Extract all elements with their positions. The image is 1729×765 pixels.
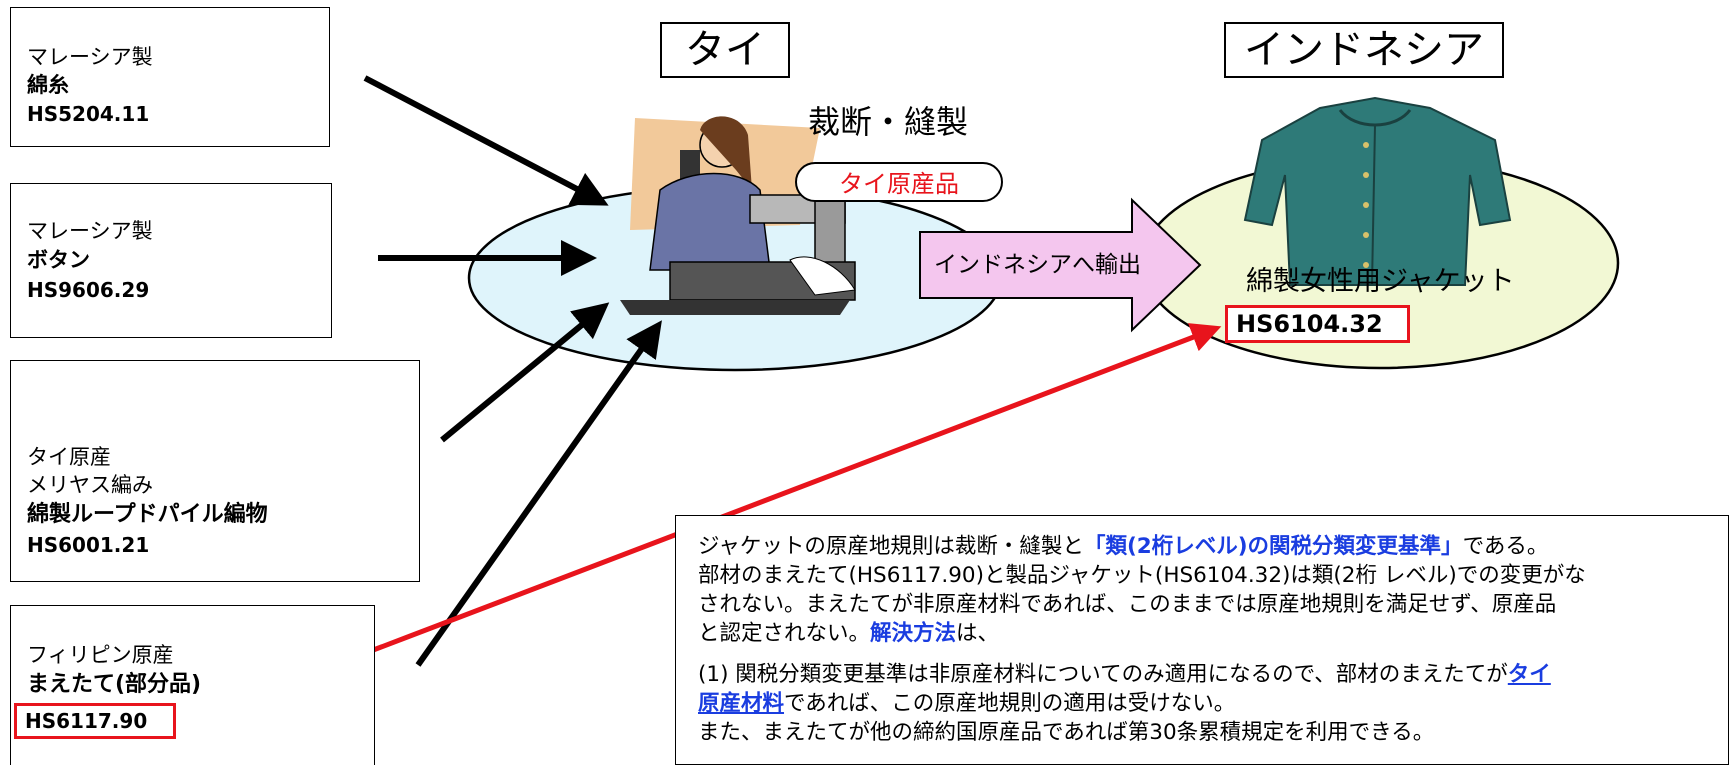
export-label: インドネシアへ輸出: [934, 252, 1141, 278]
material-hs-code: HS9606.29: [27, 278, 150, 302]
material-origin: フィリピン原産: [27, 643, 174, 667]
explanation-line: 原産材料であれば、この原産地規則の適用は受けない。: [698, 691, 1236, 716]
arrow-thread: [363, 75, 609, 206]
product-hs-code: HS6104.32: [1225, 305, 1410, 343]
explanation-line: 部材のまえたて(HS6117.90)と製品ジャケット(HS6104.32)は類(…: [698, 563, 1586, 588]
material-knit-type: メリヤス編み: [27, 473, 153, 497]
jacket-illustration: [1243, 96, 1512, 286]
export-arrow: [919, 197, 1202, 333]
arrow-placket: [415, 320, 662, 667]
product-name: 綿製女性用ジャケット: [1246, 266, 1515, 297]
explanation-line: と認定されない。解決方法は、: [698, 621, 1000, 646]
explanation-line: されない。まえたてが非原産材料であれば、このままでは原産地規則を満足せず、原産品: [698, 592, 1557, 617]
explanation-box: ジャケットの原産地規則は裁断・縫製と「類(2桁レベル)の関税分類変更基準」である…: [675, 515, 1729, 765]
material-name: ボタン: [27, 248, 90, 272]
material-name: 綿製ループドパイル編物: [27, 502, 268, 527]
material-hs-code: HS6001.21: [27, 533, 150, 557]
thai-origin-link[interactable]: タイ: [1507, 662, 1551, 687]
material-box-fabric: タイ原産 メリヤス編み 綿製ループドパイル編物 HS6001.21: [10, 360, 420, 582]
material-box-button: マレーシア製 ボタン HS9606.29: [10, 183, 332, 338]
country-label-indonesia: インドネシア: [1224, 22, 1504, 78]
material-name: 綿糸: [27, 73, 69, 97]
country-label-thailand: タイ: [660, 22, 790, 78]
material-origin: タイ原産: [27, 445, 111, 469]
material-origin: マレーシア製: [27, 219, 153, 243]
solution-highlight: 解決方法: [870, 621, 957, 646]
explanation-line: また、まえたてが他の締約国原産品であれば第30条累積規定を利用できる。: [698, 720, 1435, 745]
placket-hs-code: HS6117.90: [14, 703, 176, 739]
process-label: 裁断・縫製: [808, 103, 969, 141]
rule-highlight: 「類(2桁レベル)の関税分類変更基準」: [1083, 534, 1463, 559]
explanation-line: ジャケットの原産地規則は裁断・縫製と「類(2桁レベル)の関税分類変更基準」である…: [698, 534, 1549, 559]
origin-badge: タイ原産品: [795, 162, 1003, 202]
material-box-thread: マレーシア製 綿糸 HS5204.11: [10, 7, 330, 147]
explanation-line: (1) 関税分類変更基準は非原産材料についてのみ適用になるので、部材のまえたてが…: [698, 662, 1551, 687]
seamstress-illustration: [620, 116, 856, 315]
material-origin: マレーシア製: [27, 45, 153, 69]
material-name: まえたて(部分品): [27, 672, 202, 697]
material-box-placket: フィリピン原産 まえたて(部分品): [10, 605, 375, 765]
origin-material-link[interactable]: 原産材料: [698, 691, 785, 716]
material-hs-code: HS5204.11: [27, 102, 150, 126]
